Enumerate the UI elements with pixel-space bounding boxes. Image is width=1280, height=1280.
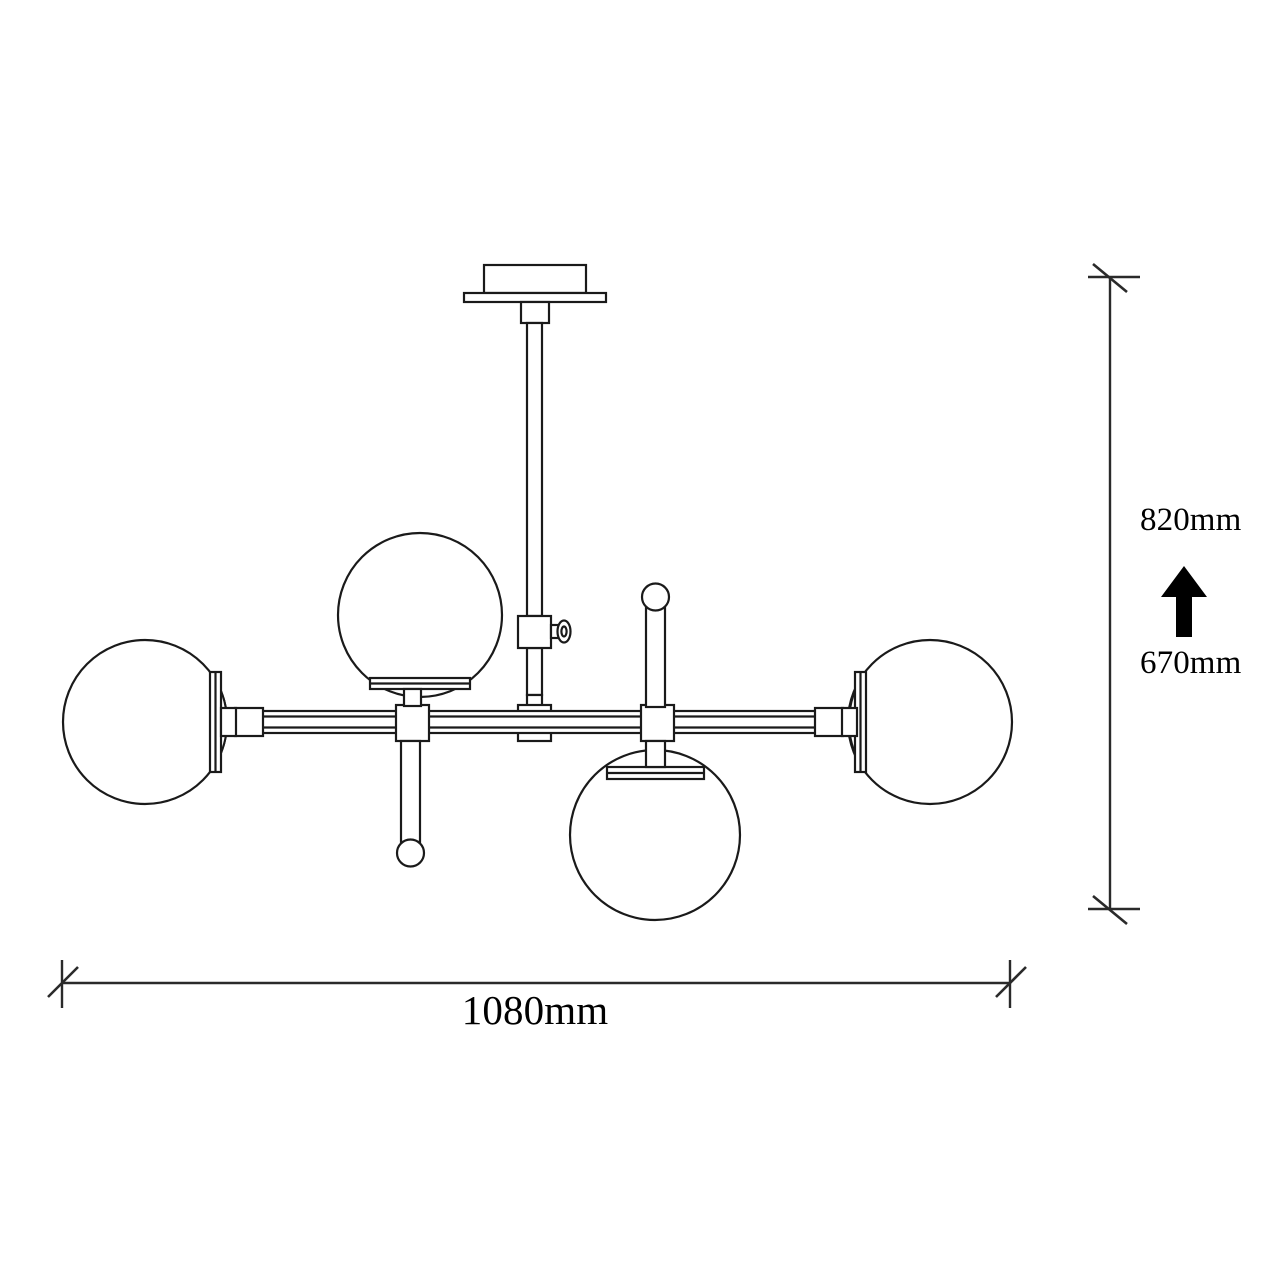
arm-connector-left-globe [233, 706, 265, 738]
finial-ball-up [640, 582, 671, 709]
arm-connector-upper-left [394, 703, 431, 743]
vertical-drop-rod [525, 321, 544, 715]
arm-connector-center [639, 703, 676, 743]
horizontal-cross-arm [233, 709, 844, 735]
min-height-dimension-label: 670mm [1140, 645, 1242, 681]
globe-far-left [61, 638, 238, 806]
ceiling-canopy [462, 263, 608, 325]
finial-ball-down [395, 739, 426, 868]
adjustment-thumb-screw [516, 614, 572, 650]
globe-far-right [840, 638, 1014, 806]
width-dimension-label: 1080mm [461, 987, 609, 1033]
arm-connector-right-globe [813, 706, 845, 738]
horizontal-dimension-line [47, 960, 1027, 1008]
vertical-dimension-line [1088, 262, 1140, 926]
max-height-dimension-label: 820mm [1140, 502, 1242, 538]
globe-bottom-center [568, 739, 742, 922]
globe-upper-left [336, 531, 504, 708]
up-arrow-icon [1161, 566, 1207, 637]
